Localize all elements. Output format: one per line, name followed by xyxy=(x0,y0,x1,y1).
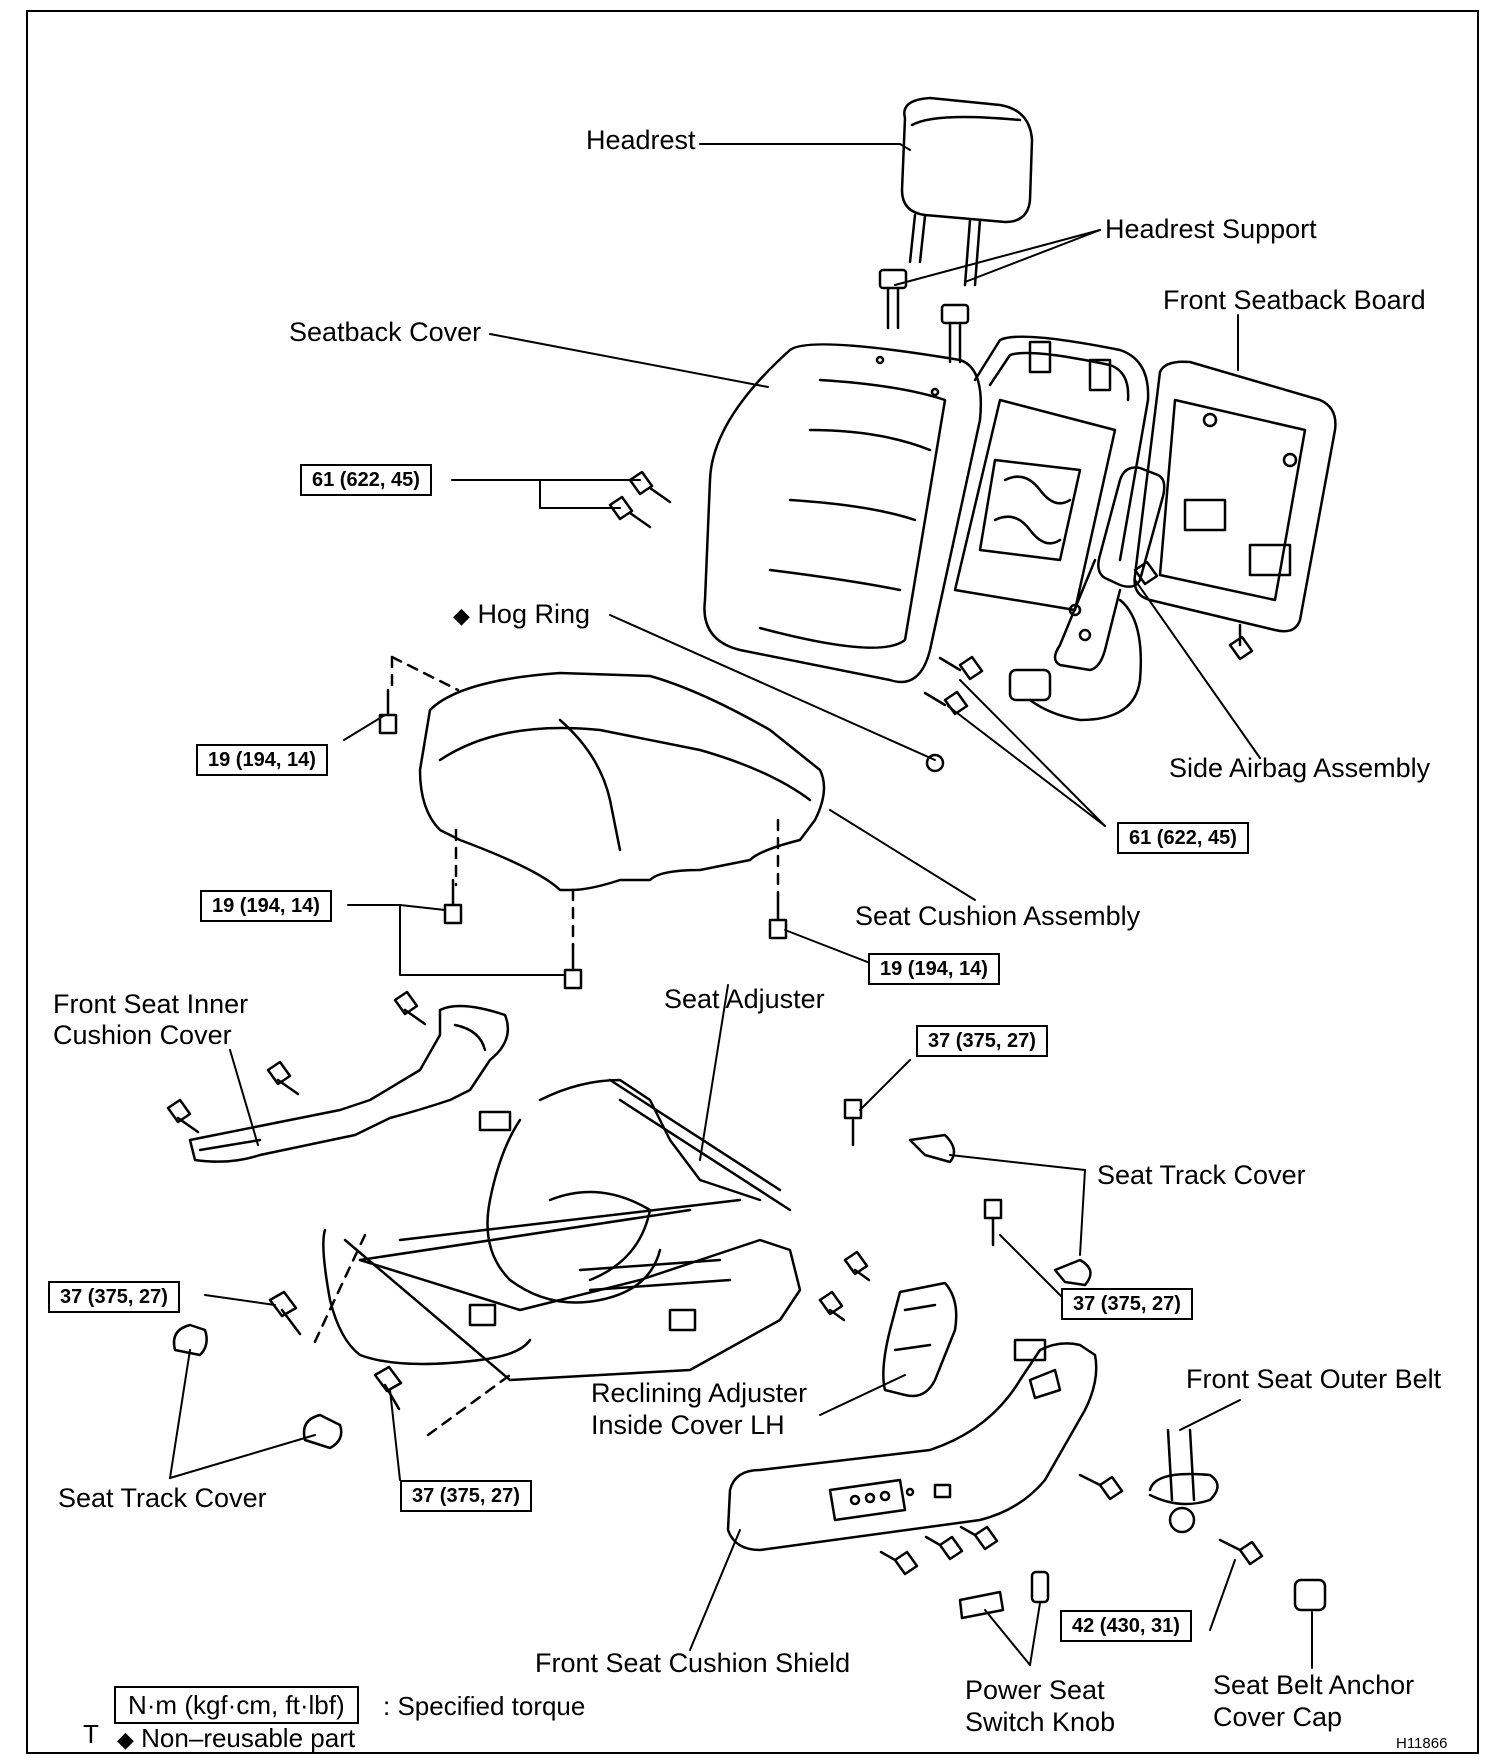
torque-37-b: 37 (375, 27) xyxy=(48,1281,180,1313)
label-front-seatback-board: Front Seatback Board xyxy=(1163,285,1426,315)
torque-19-a: 19 (194, 14) xyxy=(196,744,328,776)
torque-42: 42 (430, 31) xyxy=(1060,1610,1192,1642)
hog-ring-part xyxy=(925,753,945,773)
torque-37-a: 37 (375, 27) xyxy=(916,1025,1048,1057)
label-power-seat-switch-knob-2: Switch Knob xyxy=(965,1707,1116,1737)
label-inner-cushion-cover-2: Cushion Cover xyxy=(53,1020,232,1050)
label-reclining-adjuster-1: Reclining Adjuster xyxy=(591,1378,808,1408)
label-reclining-adjuster-2: Inside Cover LH xyxy=(591,1410,785,1440)
cushion-bolts xyxy=(378,688,788,990)
label-side-airbag-assembly: Side Airbag Assembly xyxy=(1169,753,1431,783)
figure-id: H11866 xyxy=(1396,1735,1448,1752)
label-front-seat-outer-belt: Front Seat Outer Belt xyxy=(1186,1364,1442,1394)
cushion-shield-part xyxy=(726,1338,1098,1552)
legend-unit-box: N·m (kgf·cm, ft·lbf) xyxy=(114,1686,359,1724)
label-power-seat-switch-knob-1: Power Seat xyxy=(965,1675,1105,1705)
label-inner-cushion-cover-1: Front Seat Inner xyxy=(53,989,249,1019)
legend-t-mark: T xyxy=(83,1719,99,1749)
label-headrest-support: Headrest Support xyxy=(1105,214,1317,244)
front-seatback-board-part xyxy=(1133,360,1337,633)
label-seat-track-cover-right: Seat Track Cover xyxy=(1097,1160,1306,1190)
switch-knob-parts xyxy=(958,1570,1050,1620)
seatback-cover-part xyxy=(703,343,982,684)
diagram-frame xyxy=(26,10,1479,1754)
inner-cushion-cover-part xyxy=(166,990,510,1163)
label-headrest: Headrest xyxy=(586,125,696,155)
label-front-seat-cushion-shield: Front Seat Cushion Shield xyxy=(535,1648,851,1678)
seat-track-cover-parts xyxy=(172,1098,1092,1450)
dashed-guides xyxy=(310,655,780,1437)
label-seatback-cover: Seatback Cover xyxy=(289,317,482,347)
legend-non-reusable: ◆ Non–reusable part xyxy=(117,1723,356,1753)
legend-specified-torque: : Specified torque xyxy=(383,1691,586,1721)
label-seat-belt-anchor-cap-1: Seat Belt Anchor xyxy=(1213,1670,1415,1700)
headrest-support-parts xyxy=(878,268,970,364)
outer-belt-part xyxy=(1148,1428,1219,1534)
label-seat-belt-anchor-cap-2: Cover Cap xyxy=(1213,1702,1343,1732)
non-reusable-diamond-icon: ◆ xyxy=(453,603,470,628)
torque-37-d: 37 (375, 27) xyxy=(400,1480,532,1512)
torque-61-lower: 61 (622, 45) xyxy=(1117,822,1249,854)
shield-bolts xyxy=(879,1473,1264,1576)
leader-lines xyxy=(169,143,1313,1669)
label-seat-cushion-assembly: Seat Cushion Assembly xyxy=(855,901,1141,931)
seat-cushion-part xyxy=(418,671,826,892)
seatback-bolts xyxy=(608,470,1254,716)
seat-adjuster-part xyxy=(322,1078,802,1382)
torque-19-b: 19 (194, 14) xyxy=(200,890,332,922)
torque-37-c: 37 (375, 27) xyxy=(1061,1288,1193,1320)
headrest-part xyxy=(900,96,1034,287)
label-seat-track-cover-left: Seat Track Cover xyxy=(58,1483,267,1513)
label-hog-ring: ◆ Hog Ring xyxy=(453,599,590,629)
torque-61-upper: 61 (622, 45) xyxy=(300,464,432,496)
side-airbag-part xyxy=(1008,466,1166,722)
torque-19-c: 19 (194, 14) xyxy=(868,953,1000,985)
seatback-frame-part xyxy=(953,335,1150,612)
anchor-cover-cap-part xyxy=(1293,1578,1327,1612)
reclining-cover-part xyxy=(818,1250,958,1398)
diamond-icon: ◆ xyxy=(117,1727,134,1752)
label-seat-adjuster: Seat Adjuster xyxy=(664,984,825,1014)
